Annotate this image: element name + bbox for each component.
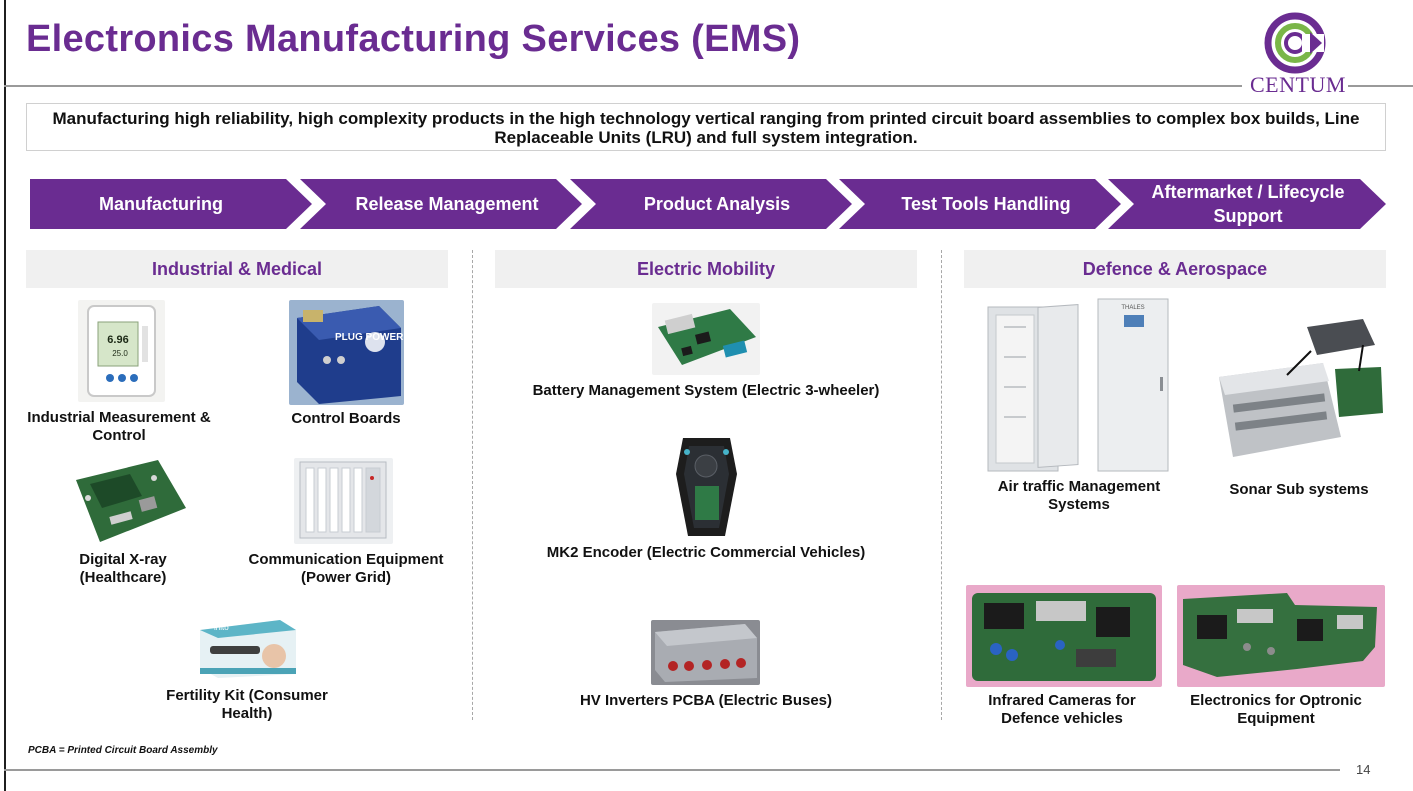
process-step-release-management: Release Management: [300, 179, 582, 229]
title-underline: [4, 85, 1242, 87]
process-step-manufacturing: Manufacturing: [30, 179, 312, 229]
caption-communication-equipment: Communication Equipment (Power Grid): [248, 551, 444, 586]
footnote: PCBA = Printed Circuit Board Assembly: [28, 745, 218, 756]
page-title: Electronics Manufacturing Services (EMS): [26, 18, 801, 60]
column-header-defence-aerospace: Defence & Aerospace: [964, 250, 1386, 288]
centum-logo-mark-icon: [1264, 12, 1326, 74]
column-header-electric-mobility: Electric Mobility: [495, 250, 917, 288]
page-number: 14: [1356, 762, 1371, 777]
process-step-aftermarket-support: Aftermarket / Lifecycle Support: [1108, 179, 1386, 229]
caption-battery-management: Battery Management System (Electric 3-wh…: [532, 382, 880, 399]
caption-air-traffic-management: Air traffic Management Systems: [997, 478, 1161, 513]
caption-control-boards: Control Boards: [291, 410, 401, 427]
control-boards-image: PLUG POWER: [289, 300, 404, 405]
caption-optronic-electronics: Electronics for Optronic Equipment: [1190, 692, 1362, 727]
column-divider: [941, 250, 942, 720]
centum-logo: CENTUM: [1250, 12, 1346, 97]
process-step-product-analysis: Product Analysis: [570, 179, 852, 229]
inito-brand-text: inito: [214, 623, 229, 632]
title-underline-right: [1348, 85, 1413, 87]
process-chevrons: Manufacturing Release Management Product…: [30, 179, 1386, 229]
meter-sub-text: 25.0: [112, 349, 128, 358]
caption-mk2-encoder: MK2 Encoder (Electric Commercial Vehicle…: [546, 544, 866, 561]
column-header-industrial-medical: Industrial & Medical: [26, 250, 448, 288]
caption-digital-xray: Digital X-ray (Healthcare): [79, 551, 167, 586]
communication-equipment-image: [294, 458, 393, 544]
battery-management-board-image: [652, 303, 760, 375]
process-step-test-tools-handling: Test Tools Handling: [839, 179, 1121, 229]
column-divider: [472, 250, 473, 720]
fertility-kit-image: inito: [196, 616, 298, 680]
infrared-camera-board-image: [966, 585, 1162, 687]
caption-hv-inverters: HV Inverters PCBA (Electric Buses): [579, 692, 833, 709]
air-traffic-cabinets-image: THALES: [986, 297, 1170, 473]
caption-infrared-cameras: Infrared Cameras for Defence vehicles: [988, 692, 1136, 727]
sonar-subsystems-image: [1213, 317, 1385, 467]
optronic-electronics-board-image: [1177, 585, 1385, 687]
meter-reading-text: 6.96: [107, 334, 128, 346]
caption-fertility-kit: Fertility Kit (Consumer Health): [166, 687, 328, 722]
digital-xray-board-image: [70, 458, 188, 544]
thales-brand-text: THALES: [1121, 305, 1144, 311]
caption-sonar-subsystems: Sonar Sub systems: [1229, 481, 1369, 498]
measurement-device-image: 6.96 25.0: [78, 300, 165, 402]
centum-logo-text: CENTUM: [1250, 72, 1346, 97]
plug-power-label: PLUG POWER: [335, 332, 404, 343]
footer-rule: [4, 769, 1340, 771]
hv-inverter-image: [651, 620, 760, 685]
left-edge-rule: [4, 0, 6, 791]
tagline-box: Manufacturing high reliability, high com…: [26, 103, 1386, 151]
mk2-encoder-image: [673, 434, 740, 542]
caption-industrial-measurement: Industrial Measurement & Control: [27, 409, 211, 444]
